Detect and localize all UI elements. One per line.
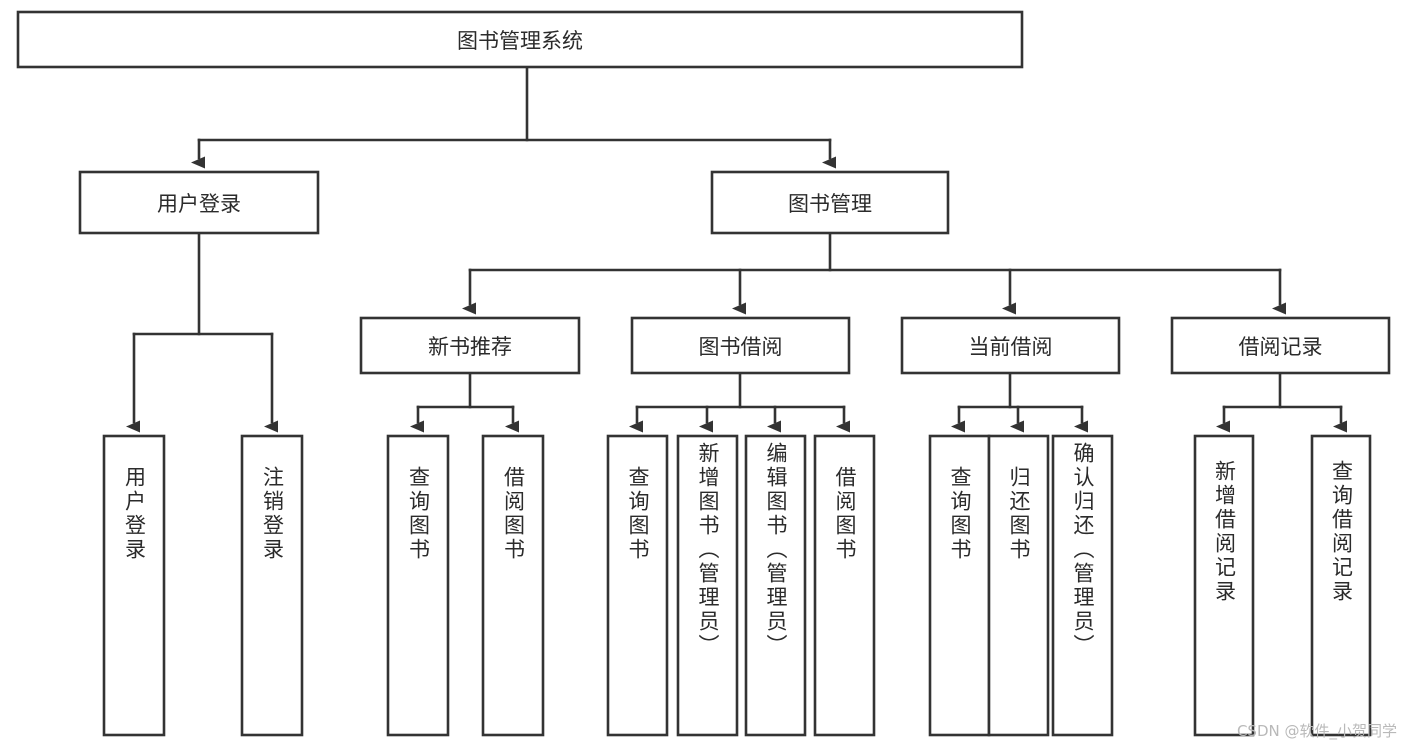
watermark-text: CSDN @软件_小贺同学 (1236, 722, 1397, 740)
node-box-leaf-confirm-return-admin[interactable] (1051, 434, 1114, 737)
node-box-leaf-add-book-admin[interactable] (676, 434, 739, 737)
node-box-new-book-recommend[interactable] (359, 316, 581, 375)
node-box-leaf-query-borrow-record[interactable] (1310, 434, 1372, 737)
nodes-layer (16, 10, 1391, 737)
node-box-leaf-logout[interactable] (240, 434, 304, 737)
node-box-leaf-edit-book-admin[interactable] (744, 434, 807, 737)
node-box-book-management[interactable] (710, 170, 950, 235)
node-box-leaf-user-login[interactable] (102, 434, 166, 737)
node-box-borrow-record[interactable] (1170, 316, 1391, 375)
node-box-leaf-query-book-borrow[interactable] (606, 434, 669, 737)
node-box-leaf-borrow-book[interactable] (813, 434, 876, 737)
connectors-layer (126, 65, 1347, 433)
node-box-user-login[interactable] (78, 170, 320, 235)
node-box-leaf-borrow-book-new[interactable] (481, 434, 545, 737)
node-box-leaf-add-borrow-record[interactable] (1193, 434, 1255, 737)
node-box-root[interactable] (16, 10, 1024, 69)
node-box-leaf-query-book-new[interactable] (386, 434, 450, 737)
node-box-leaf-query-book-current[interactable] (928, 434, 991, 737)
node-box-leaf-return-book[interactable] (987, 434, 1050, 737)
node-box-current-borrow[interactable] (900, 316, 1121, 375)
node-box-book-borrow[interactable] (630, 316, 851, 375)
